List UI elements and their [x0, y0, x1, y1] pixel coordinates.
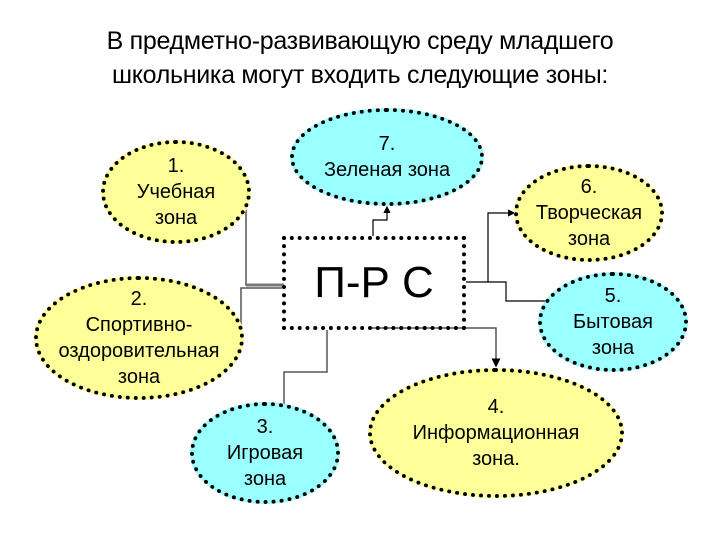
zone-label: оздоровительная [58, 340, 220, 362]
zone-label: зона [243, 468, 287, 490]
zone-number: 5. [604, 285, 622, 307]
zone-2-sport-health: 2. Спортивно- оздоровительная зона [34, 276, 244, 400]
connector-zone-1 [241, 190, 282, 286]
zone-label: зона [567, 228, 611, 250]
zone-number: 1. [167, 155, 185, 177]
connector-zone-3 [283, 330, 328, 410]
zone-1-study: 1. Учебная зона [101, 140, 251, 244]
connector-zone-5 [466, 281, 546, 302]
zone-label: Спортивно- [85, 314, 193, 336]
zone-label: Зеленая зона [323, 159, 451, 181]
zone-label: Информационная [412, 422, 580, 444]
zone-number: 3. [256, 416, 274, 438]
zone-label: зона [591, 337, 635, 359]
connector-zone-7 [372, 205, 391, 236]
zone-label: Творческая [535, 202, 643, 224]
connector-zone-2 [240, 287, 282, 340]
zone-7-green: 7. Зеленая зона [290, 108, 484, 206]
zone-label: Бытовая [573, 311, 653, 333]
zone-number: 6. [580, 176, 598, 198]
connector-zone-6 [487, 209, 516, 282]
connector-zone-4 [370, 327, 501, 368]
center-node-prs: П-Р С [282, 236, 466, 330]
slide-title: В предметно-развивающую среду младшего ш… [0, 24, 720, 92]
zone-label: зона [154, 207, 198, 229]
zone-label: Игровая [226, 442, 304, 464]
zone-number: 7. [378, 133, 396, 155]
zone-number: 4. [487, 396, 505, 418]
zone-6-creative: 6. Творческая зона [514, 164, 664, 262]
zone-3-play: 3. Игровая зона [190, 402, 340, 504]
zone-5-household: 5. Бытовая зона [538, 272, 688, 372]
zone-label: Учебная [136, 181, 216, 203]
center-label: П-Р С [314, 258, 434, 307]
zone-label: зона. [472, 448, 520, 470]
zone-label: зона [117, 366, 161, 388]
zone-number: 2. [130, 288, 148, 310]
title-line-1: В предметно-развивающую среду младшего [106, 27, 614, 55]
title-line-2: школьника могут входить следующие зоны: [111, 61, 609, 89]
zone-4-information: 4. Информационная зона. [368, 368, 624, 498]
